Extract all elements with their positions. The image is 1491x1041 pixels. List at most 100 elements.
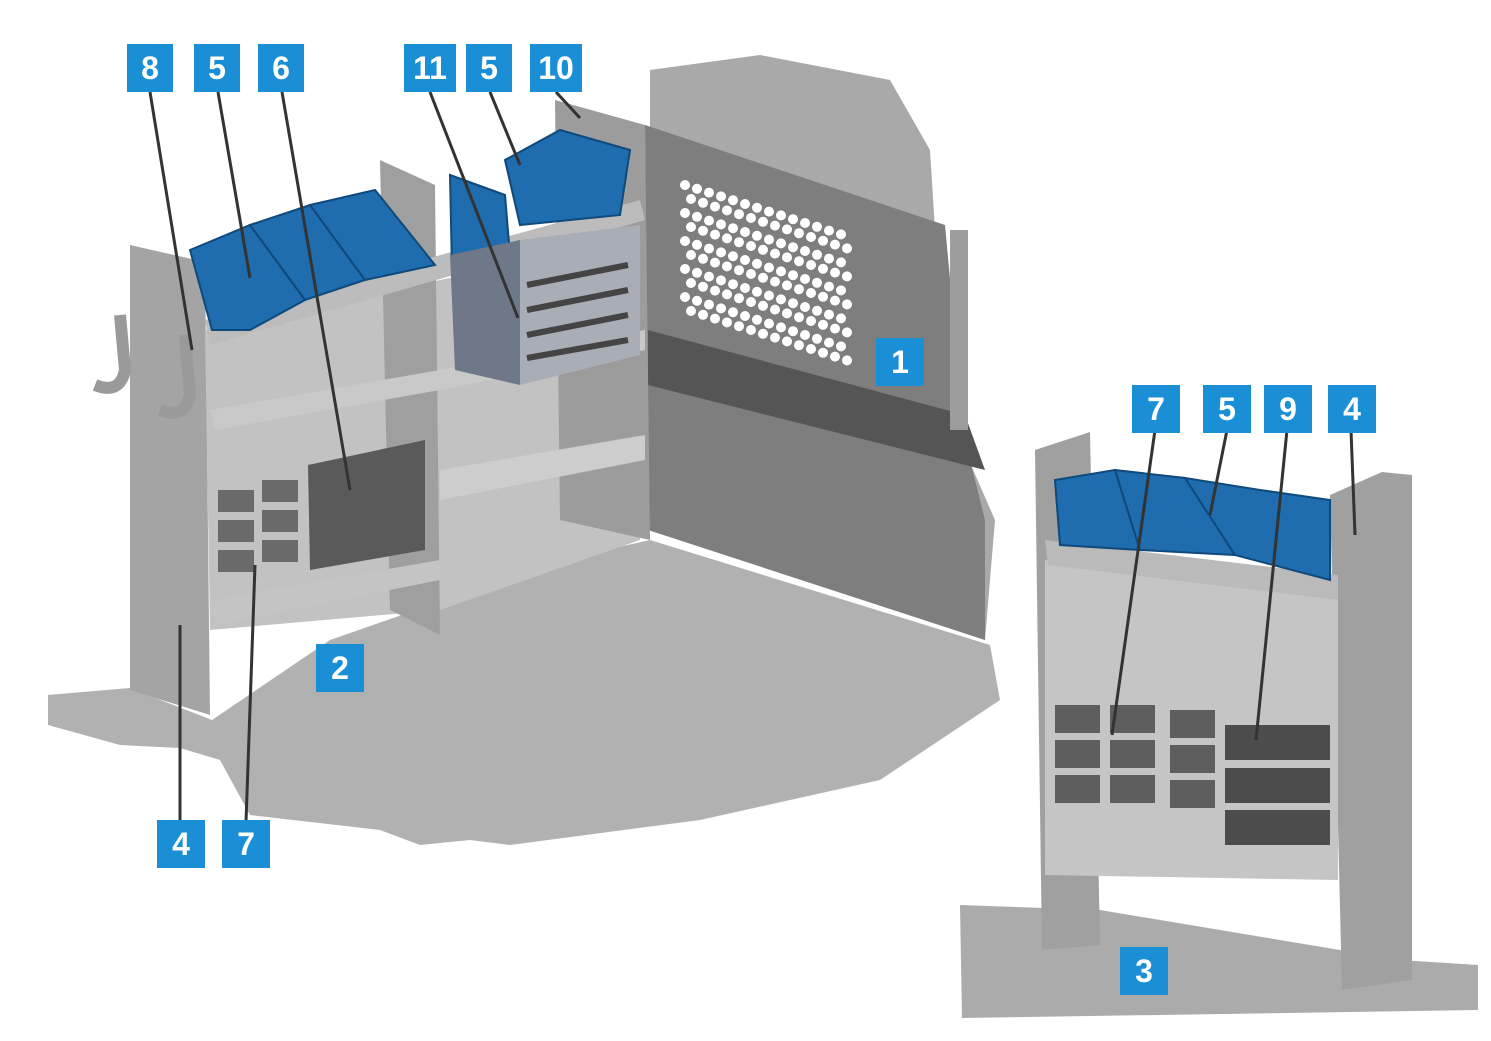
perforation-hole xyxy=(680,236,690,246)
perforation-hole xyxy=(740,227,750,237)
perforation-hole xyxy=(776,210,786,221)
partition-stripe xyxy=(648,330,985,470)
perforation-hole xyxy=(842,355,852,366)
perforation-hole xyxy=(842,243,852,254)
perforation-hole xyxy=(836,257,846,268)
callout-8: 8 xyxy=(127,44,173,92)
perforation-hole xyxy=(704,271,714,282)
perforation-hole xyxy=(782,224,792,235)
perforation-hole xyxy=(734,265,744,276)
perforation-hole xyxy=(842,271,852,282)
perforation-hole xyxy=(830,295,840,306)
leader-lines xyxy=(148,90,1357,823)
perforation-hole xyxy=(752,258,762,269)
bottom-shelf xyxy=(210,560,440,625)
perforation-hole xyxy=(716,247,726,258)
perforation-hole xyxy=(722,317,732,328)
perforation-hole xyxy=(764,318,774,329)
perforation-hole xyxy=(752,286,762,297)
callout-5: 5 xyxy=(194,44,240,92)
perforation-hole xyxy=(800,246,810,256)
callout-9: 9 xyxy=(1264,385,1312,433)
perforation-hole xyxy=(824,309,834,320)
perforation-hole xyxy=(758,216,768,227)
perforation-hole xyxy=(716,191,726,202)
callout-2: 2 xyxy=(316,644,364,692)
perforation-hole xyxy=(728,279,738,290)
perforation-hole xyxy=(758,244,768,255)
perforation-hole xyxy=(734,209,744,220)
perforation-hole xyxy=(710,285,720,296)
callout-1: 1 xyxy=(876,338,924,386)
perforation-hole xyxy=(704,299,714,310)
perforation-hole xyxy=(686,194,696,204)
perforation-hole xyxy=(794,256,804,267)
perforation-hole xyxy=(836,229,846,240)
perforation-hole xyxy=(806,260,816,270)
perforation-hole xyxy=(812,249,822,260)
callout-7: 7 xyxy=(222,820,270,868)
perforation-hole xyxy=(794,228,804,239)
perforation-hole xyxy=(818,263,828,274)
callout-5-right: 5 xyxy=(466,44,512,92)
perforation-hole xyxy=(770,220,780,231)
perforation-hole xyxy=(752,230,762,241)
perforation-hole xyxy=(830,351,840,362)
left-parts-cabinet xyxy=(308,440,425,570)
perforation-hole xyxy=(722,289,732,300)
perforation-hole xyxy=(800,274,810,284)
perforation-hole xyxy=(812,221,822,232)
perforation-hole xyxy=(812,277,822,288)
perforation-hole xyxy=(776,294,786,305)
perforation-hole xyxy=(818,347,828,358)
perforation-hole xyxy=(764,262,774,273)
perforation-hole xyxy=(710,201,720,212)
left-parts-bins xyxy=(218,480,298,572)
perforation-hole xyxy=(764,290,774,301)
perforation-hole xyxy=(728,251,738,262)
right-unit-top-shelf xyxy=(1045,540,1338,600)
van-floor xyxy=(48,540,1000,845)
drawer-cabinet xyxy=(450,225,640,385)
perforation-hole xyxy=(704,187,714,198)
perforation-hole xyxy=(722,205,732,216)
perforation-hole xyxy=(788,298,798,309)
perforation-hole xyxy=(758,328,768,339)
perforation-hole xyxy=(692,239,702,250)
perforation-hole xyxy=(842,299,852,310)
perforation-hole xyxy=(788,326,798,337)
callout-4: 4 xyxy=(157,820,205,868)
perforation-hole xyxy=(728,223,738,234)
perforation-hole xyxy=(782,336,792,347)
lower-shelf xyxy=(440,435,645,500)
perforation-hole xyxy=(818,235,828,246)
perforation-hole xyxy=(794,284,804,295)
perforation-hole xyxy=(704,215,714,226)
perforation-hole xyxy=(746,213,756,223)
perforation-hole xyxy=(710,257,720,268)
perforation-hole xyxy=(800,218,810,228)
perforation-hole xyxy=(770,304,780,315)
perforation-hole xyxy=(680,208,690,218)
perforation-hole xyxy=(698,225,708,236)
perforation-hole xyxy=(716,275,726,286)
perforation-hole xyxy=(698,253,708,264)
perforation-hole xyxy=(818,319,828,330)
perforation-hole xyxy=(824,337,834,348)
perforation-hole xyxy=(722,233,732,244)
perforation-hole xyxy=(836,313,846,324)
perforation-hole xyxy=(722,261,732,272)
perforation-hole xyxy=(734,293,744,304)
perforation-hole xyxy=(698,281,708,292)
perforation-hole xyxy=(746,325,756,335)
ladder-hook-2 xyxy=(157,334,197,419)
perforation-hole xyxy=(806,288,816,298)
perforation-hole xyxy=(740,283,750,293)
perforation-hole xyxy=(680,180,690,190)
ladder-hook xyxy=(92,314,132,394)
perforation-hole xyxy=(704,243,714,254)
perforation-hole xyxy=(728,195,738,206)
perforation-hole xyxy=(776,266,786,277)
perforation-hole xyxy=(776,238,786,249)
